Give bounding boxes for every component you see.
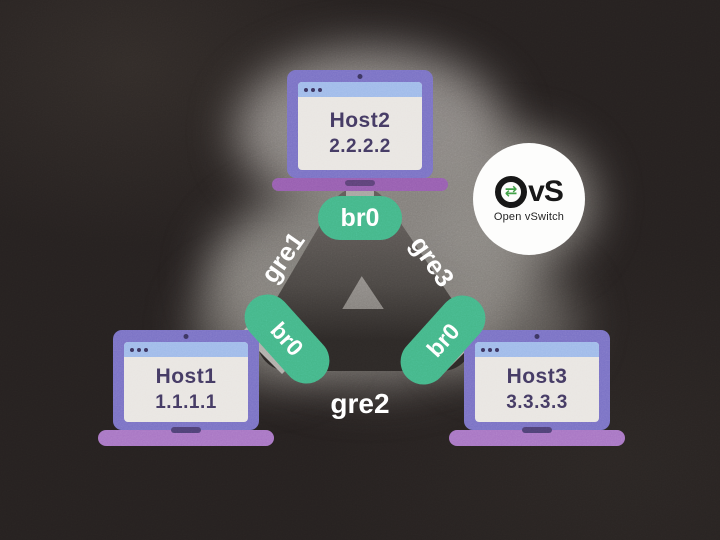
laptop-lid: Host2 2.2.2.2 <box>287 70 433 178</box>
window-dot-icon <box>318 87 322 92</box>
window-dot-icon <box>137 347 141 352</box>
host2-screen: Host2 2.2.2.2 <box>298 97 422 170</box>
host1-window: Host1 1.1.1.1 <box>124 342 248 422</box>
ovs-subtitle: Open vSwitch <box>493 211 565 223</box>
host2-window: Host2 2.2.2.2 <box>298 82 422 170</box>
host2-laptop: Host2 2.2.2.2 <box>272 70 448 210</box>
camera-dot-icon <box>357 74 363 79</box>
laptop-lid: Host3 3.3.3.3 <box>464 330 610 430</box>
host2-bridge-label: br0 <box>340 203 380 232</box>
window-titlebar <box>298 82 422 97</box>
host3-bridge-label: br0 <box>420 317 465 362</box>
laptop-lid: Host1 1.1.1.1 <box>113 330 259 430</box>
host2-bridge-pill: br0 <box>318 196 402 240</box>
host3-window: Host3 3.3.3.3 <box>475 342 599 422</box>
host1-ip: 1.1.1.1 <box>155 392 217 413</box>
camera-dot-icon <box>534 334 540 339</box>
window-titlebar <box>124 342 248 357</box>
laptop-notch <box>171 427 201 433</box>
host1-bridge-label: br0 <box>265 316 310 361</box>
window-dot-icon <box>144 347 148 352</box>
window-dot-icon <box>304 87 308 92</box>
window-dot-icon <box>311 87 315 92</box>
host3-screen: Host3 3.3.3.3 <box>475 357 599 422</box>
host1-laptop: Host1 1.1.1.1 <box>98 330 274 450</box>
ovs-vs-text: vS <box>528 175 564 208</box>
host3-laptop: Host3 3.3.3.3 <box>449 330 625 450</box>
ovs-wordmark: ⇄ vS <box>495 175 564 209</box>
tunnel-label-gre2: gre2 <box>330 388 390 419</box>
host2-ip: 2.2.2.2 <box>329 136 391 157</box>
window-dot-icon <box>130 347 134 352</box>
window-titlebar <box>475 342 599 357</box>
ovs-o-ring-icon: ⇄ <box>495 176 528 208</box>
host1-screen: Host1 1.1.1.1 <box>124 357 248 422</box>
host3-name: Host3 <box>506 365 568 388</box>
host3-ip: 3.3.3.3 <box>506 392 568 413</box>
exchange-arrows-icon: ⇄ <box>504 182 518 200</box>
camera-dot-icon <box>183 334 189 339</box>
host2-name: Host2 <box>329 109 391 132</box>
ovs-logo-badge: ⇄ vS Open vSwitch <box>473 143 585 255</box>
host1-name: Host1 <box>155 365 217 388</box>
laptop-notch <box>522 427 552 433</box>
window-dot-icon <box>488 347 492 352</box>
window-dot-icon <box>495 347 499 352</box>
laptop-notch <box>345 180 375 186</box>
window-dot-icon <box>481 347 485 352</box>
